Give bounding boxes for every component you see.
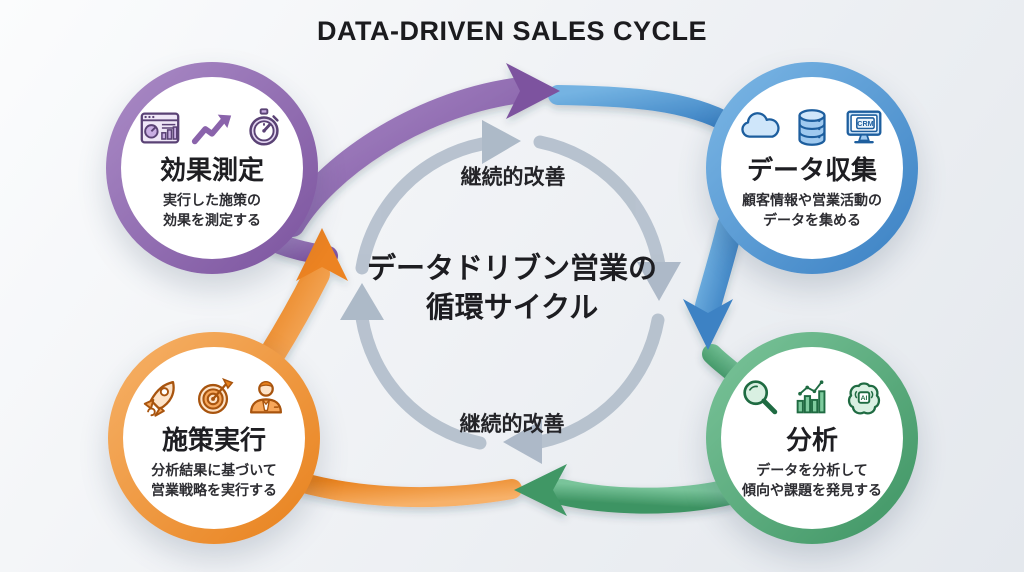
crm-monitor-icon: CRM: [846, 111, 882, 144]
arrow-execute-to-measure: [258, 261, 330, 369]
magnifier-icon: [743, 380, 778, 415]
node-collect-desc-line2: データを集める: [763, 211, 861, 228]
outer-arrowheads: [296, 63, 733, 516]
cycle-label-bottom: 継続的改善: [459, 413, 565, 436]
purple-arrowhead: [506, 63, 560, 119]
node-collect-title: データ収集: [746, 155, 877, 186]
inner-arc-right-bottom: [533, 313, 665, 449]
arrow-collect-to-analyze: [695, 213, 743, 319]
orange-arrowhead: [296, 228, 348, 281]
bar-chart-icon: [796, 380, 826, 414]
node-collect: CRM データ収集 顧客情報や営業活動の データを集める: [706, 62, 918, 274]
node-execute-title: 施策実行: [161, 425, 266, 456]
node-execute-desc-line2: 営業戦略を実行する: [151, 481, 277, 498]
inner-arc-left-top: [355, 137, 489, 275]
node-measure-desc: 実行した施策の 効果を測定する: [163, 191, 261, 230]
node-collect-icons: CRM: [737, 105, 887, 151]
node-measure-desc-line1: 実行した施策の: [163, 192, 261, 209]
arrow-analyze-to-execute: [549, 479, 742, 514]
node-analyze: AI 分析 データを分析して 傾向や課題を発見する: [706, 332, 918, 544]
node-collect-desc-line1: 顧客情報や営業活動の: [742, 192, 882, 209]
node-measure: 効果測定 実行した施策の 効果を測定する: [106, 62, 318, 274]
stopwatch-icon: [249, 108, 279, 146]
node-measure-title: 効果測定: [159, 155, 264, 186]
node-execute-desc: 分析結果に基づいて 営業戦略を実行する: [151, 461, 277, 500]
green-arrowhead: [514, 464, 567, 516]
node-execute: 施策実行 分析結果に基づいて 営業戦略を実行する: [108, 332, 320, 544]
node-measure-face: 効果測定 実行した施策の 効果を測定する: [121, 77, 303, 259]
arrow-measure-to-collect: [279, 78, 527, 237]
node-execute-face: 施策実行 分析結果に基づいて 営業戦略を実行する: [123, 347, 305, 529]
node-measure-icons: [137, 105, 287, 151]
node-collect-face: CRM データ収集 顧客情報や営業活動の データを集める: [721, 77, 903, 259]
arrow-tail-into-execute: [290, 472, 522, 508]
node-analyze-face: AI 分析 データを分析して 傾向や課題を発見する: [721, 347, 903, 529]
rocket-icon: [143, 381, 175, 418]
node-analyze-title: 分析: [785, 425, 838, 456]
inner-arrowheads: [340, 120, 681, 464]
center-caption: データドリブン営業の 循環サイクル: [332, 250, 692, 328]
ai-brain-icon: AI: [847, 382, 881, 415]
page-title: DATA-DRIVEN SALES CYCLE: [316, 16, 707, 46]
node-measure-desc-line2: 効果を測定する: [163, 211, 261, 228]
ai-label: AI: [861, 396, 868, 403]
center-caption-line1: データドリブン営業の: [366, 253, 657, 285]
node-execute-icons: [139, 375, 289, 421]
node-analyze-desc-line1: データを分析して: [756, 462, 868, 479]
cycle-label-top: 継続的改善: [460, 166, 566, 189]
target-icon: [197, 378, 234, 415]
node-execute-desc-line1: 分析結果に基づいて: [151, 462, 277, 479]
dashboard-chart-icon: [140, 112, 180, 144]
node-analyze-desc-line2: 傾向や課題を発見する: [742, 481, 882, 498]
database-icon: [798, 109, 826, 147]
node-analyze-icons: AI: [737, 375, 887, 421]
arrow-tail-into-collect: [548, 85, 740, 134]
inner-arc-bottom-left: [355, 311, 487, 450]
blue-arrowhead: [683, 299, 733, 350]
center-caption-line2: 循環サイクル: [425, 292, 599, 325]
trend-up-icon: [191, 115, 232, 145]
inner-cycle-arrows: [340, 120, 681, 464]
businessman-icon: [249, 381, 283, 414]
node-collect-desc: 顧客情報や営業活動の データを集める: [742, 191, 882, 230]
cloud-icon: [741, 112, 780, 139]
inner-arc-top-right: [533, 135, 666, 272]
crm-label: CRM: [857, 121, 873, 129]
node-analyze-desc: データを分析して 傾向や課題を発見する: [742, 461, 882, 500]
